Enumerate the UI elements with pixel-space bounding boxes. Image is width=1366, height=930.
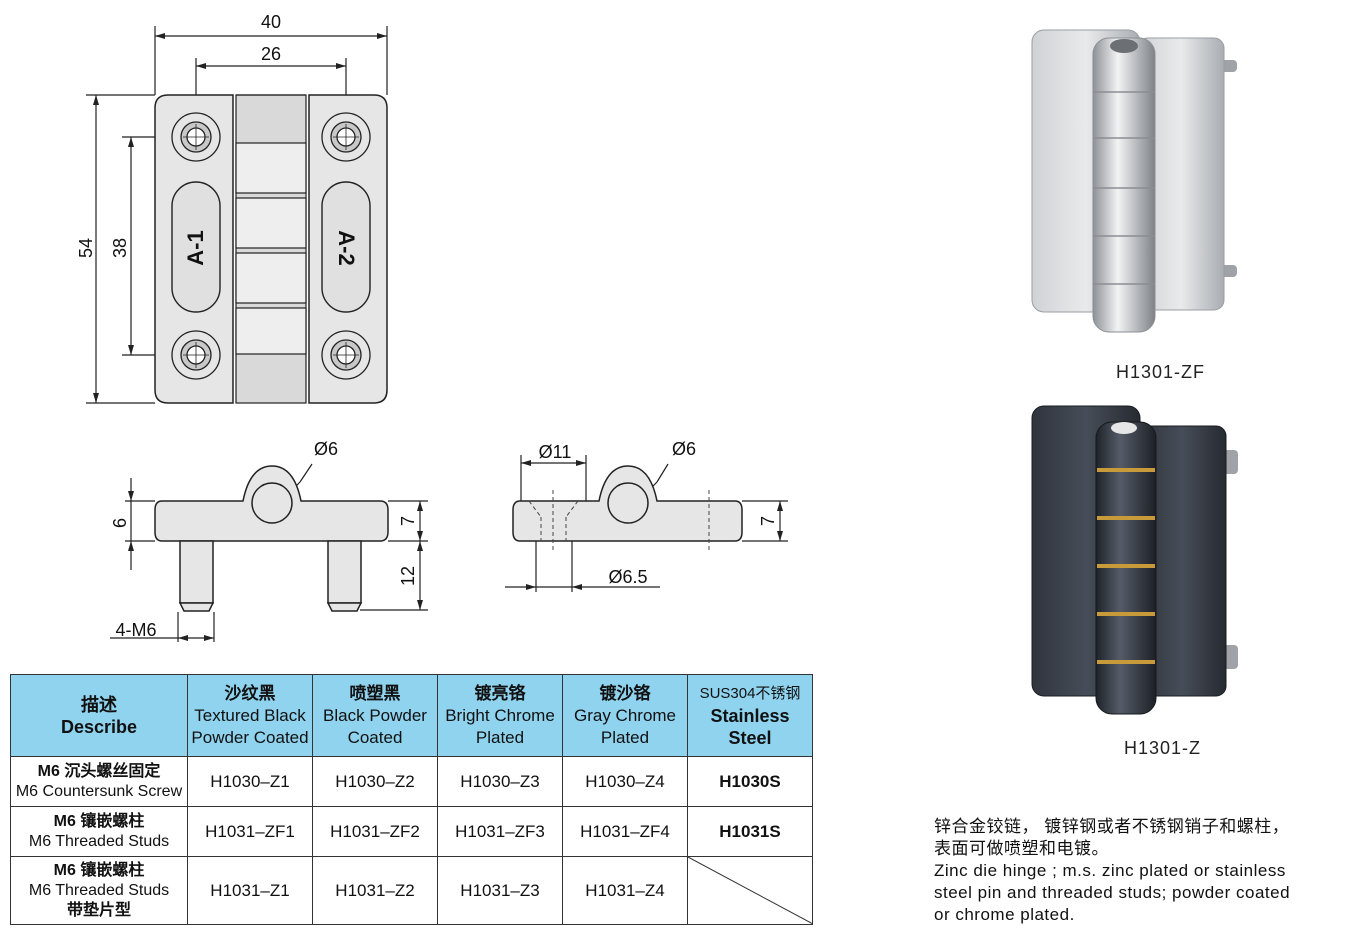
side-height: 7 [398, 516, 418, 526]
label-a1: A-1 [183, 230, 208, 265]
part-number: H1031–ZF1 [187, 806, 313, 857]
row-description: M6 沉头螺丝固定 M6 Countersunk Screw [10, 756, 188, 807]
part-number: H1031–ZF2 [312, 806, 438, 857]
dim-hole-spacing-26: 26 [261, 44, 281, 64]
part-number: H1031–ZF4 [562, 806, 688, 857]
part-number: H1030S [687, 756, 813, 807]
header-stainless-steel: SUS304不锈钢 Stainless Steel [687, 674, 813, 757]
hinge-side-view-countersunk: Ø11 Ø6 7 Ø6.5 [505, 439, 788, 592]
header-gray-chrome: 镀沙铬 Gray Chrome Plated [562, 674, 688, 757]
hinge-top-view-drawing: 40 26 54 38 A-1 A-2 [76, 12, 388, 404]
part-number: H1030–Z4 [562, 756, 688, 807]
dim-width-40: 40 [261, 12, 281, 32]
part-number: H1031–Z2 [312, 856, 438, 925]
table-header-row: 描述 Describe 沙纹黑 Textured Black Powder Co… [10, 674, 813, 757]
note-en-line3: or chrome plated. [934, 905, 1075, 924]
part-number: H1031–Z1 [187, 856, 313, 925]
empty-cell-diagonal [687, 856, 813, 925]
note-en-line1: Zinc die hinge ; m.s. zinc plated or sta… [934, 861, 1286, 880]
row-description: M6 镶嵌螺柱 M6 Threaded Studs [10, 806, 188, 857]
note-cn-line2: 表面可做喷塑和电镀。 [934, 839, 1109, 858]
side2-height: 7 [758, 516, 778, 526]
diagonal-line [688, 857, 813, 924]
part-number: H1030–Z2 [312, 756, 438, 807]
label-a2: A-2 [334, 230, 359, 265]
product-note: 锌合金铰链， 镀锌钢或者不锈钢销子和螺柱， 表面可做喷塑和电镀。 Zinc di… [934, 816, 1354, 926]
spec-table: 描述 Describe 沙纹黑 Textured Black Powder Co… [10, 674, 813, 925]
product-caption-h1301-z: H1301-Z [1124, 738, 1202, 758]
part-number: H1030–Z3 [437, 756, 563, 807]
header-black-powder: 喷塑黑 Black Powder Coated [312, 674, 438, 757]
note-cn-line1: 锌合金铰链， 镀锌钢或者不锈钢销子和螺柱， [934, 817, 1290, 836]
side2-dia-pin: Ø6 [672, 439, 696, 459]
product-photo-h1301-z [1031, 405, 1238, 715]
header-textured-black: 沙纹黑 Textured Black Powder Coated [187, 674, 313, 757]
note-en-line2: steel pin and threaded studs; powder coa… [934, 883, 1291, 902]
table-row: M6 镶嵌螺柱 M6 Threaded Studs 带垫片型 H1031–Z1 … [10, 856, 813, 925]
side2-dia-hole: Ø6.5 [608, 567, 647, 587]
dim-hole-vertical-38: 38 [110, 238, 130, 258]
product-caption-h1301-zf: H1301-ZF [1116, 362, 1206, 382]
side-thread: 4-M6 [115, 620, 156, 640]
part-number: H1031–Z4 [562, 856, 688, 925]
product-photo-h1301-zf [1031, 29, 1237, 333]
table-row: M6 镶嵌螺柱 M6 Threaded Studs H1031–ZF1 H103… [10, 806, 813, 857]
side-thickness: 6 [110, 518, 130, 528]
side-stud-length: 12 [398, 566, 418, 586]
part-number: H1031S [687, 806, 813, 857]
part-number: H1030–Z1 [187, 756, 313, 807]
part-number: H1031–ZF3 [437, 806, 563, 857]
row-description: M6 镶嵌螺柱 M6 Threaded Studs 带垫片型 [10, 856, 188, 925]
hinge-side-view-studs: Ø6 6 7 12 4-M6 [110, 439, 428, 642]
dim-height-54: 54 [76, 238, 96, 258]
side2-dia-counter: Ø11 [539, 442, 572, 462]
side-dia-pin: Ø6 [314, 439, 338, 459]
table-row: M6 沉头螺丝固定 M6 Countersunk Screw H1030–Z1 … [10, 756, 813, 807]
header-describe: 描述 Describe [10, 674, 188, 757]
header-bright-chrome: 镀亮铬 Bright Chrome Plated [437, 674, 563, 757]
part-number: H1031–Z3 [437, 856, 563, 925]
